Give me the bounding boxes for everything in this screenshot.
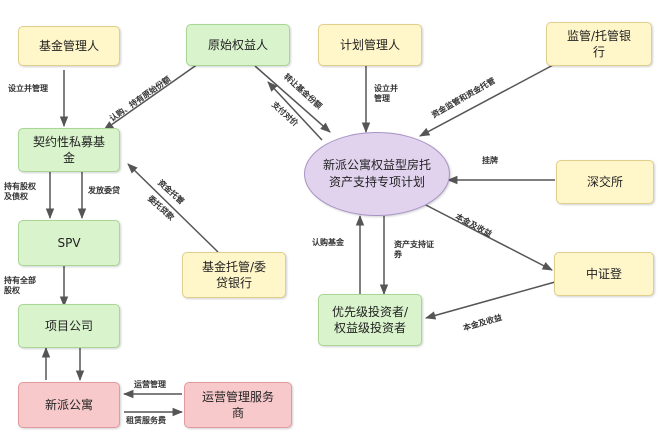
label-subscribe-fund: 认购基金 — [312, 238, 344, 247]
arrow-owner-to-plan — [254, 65, 331, 133]
arrow-owner-to-fund — [103, 63, 199, 131]
xinpai-node: 新派公寓 — [18, 382, 120, 428]
label-lease-service-fee: 租赁服务费 — [126, 416, 166, 425]
label-listing: 挂牌 — [482, 156, 498, 165]
arrow-plan-to-owner — [267, 81, 323, 141]
arrow-bank-to-plan — [419, 63, 556, 137]
sse-node: 深交所 — [556, 160, 654, 204]
investors-label: 优先级投资者/权益级投资者 — [331, 305, 409, 335]
arrow-custodian-to-fund — [127, 163, 219, 253]
project-company-node: 项目公司 — [18, 304, 120, 348]
contractual-fund-node: 契约性私募基金 — [18, 128, 120, 172]
custodian-bank-node: 监管/托管银行 — [546, 22, 652, 66]
investors-node: 优先级投资者/权益级投资者 — [318, 294, 422, 346]
label-abs-securities: 资产支持证券 — [394, 240, 434, 259]
operator-label: 运营管理服务商 — [201, 390, 274, 420]
label-operation-mgmt: 运营管理 — [134, 380, 166, 389]
original-owner-node: 原始权益人 — [186, 24, 290, 66]
fund-manager-label: 基金管理人 — [38, 39, 99, 53]
plan-manager-node: 计划管理人 — [318, 24, 422, 66]
label-issue-loan: 发放委贷 — [88, 186, 120, 195]
contractual-fund-label: 契约性私募基金 — [32, 135, 105, 165]
special-plan-label: 新派公寓权益型房托资产支持专项计划 — [323, 158, 432, 189]
plan-manager-label: 计划管理人 — [339, 38, 400, 52]
csdc-label: 中证登 — [585, 267, 622, 281]
xinpai-label: 新派公寓 — [44, 398, 93, 412]
original-owner-label: 原始权益人 — [207, 38, 268, 52]
label-establish-manage-2: 设立并管理 — [374, 84, 398, 103]
fund-custodian-label: 基金托管/委贷银行 — [201, 260, 267, 290]
label-establish-manage-1: 设立并管理 — [8, 84, 48, 93]
label-hold-equity-debt: 持有股权及债权 — [4, 182, 36, 201]
csdc-node: 中证登 — [554, 252, 654, 296]
fund-custodian-node: 基金托管/委贷银行 — [182, 252, 286, 298]
sse-label: 深交所 — [586, 175, 623, 189]
operator-node: 运营管理服务商 — [184, 382, 292, 428]
spv-node: SPV — [18, 220, 120, 266]
custodian-bank-label: 监管/托管银行 — [566, 29, 632, 59]
arrow-plan-to-csdc — [419, 201, 553, 271]
project-company-label: 项目公司 — [44, 319, 93, 333]
label-hold-all-equity: 持有全部股权 — [4, 276, 36, 295]
spv-label: SPV — [57, 236, 81, 250]
fund-manager-node: 基金管理人 — [18, 26, 120, 66]
arrow-csdc-to-investors — [424, 281, 556, 320]
special-plan-node: 新派公寓权益型房托资产支持专项计划 — [304, 132, 450, 216]
